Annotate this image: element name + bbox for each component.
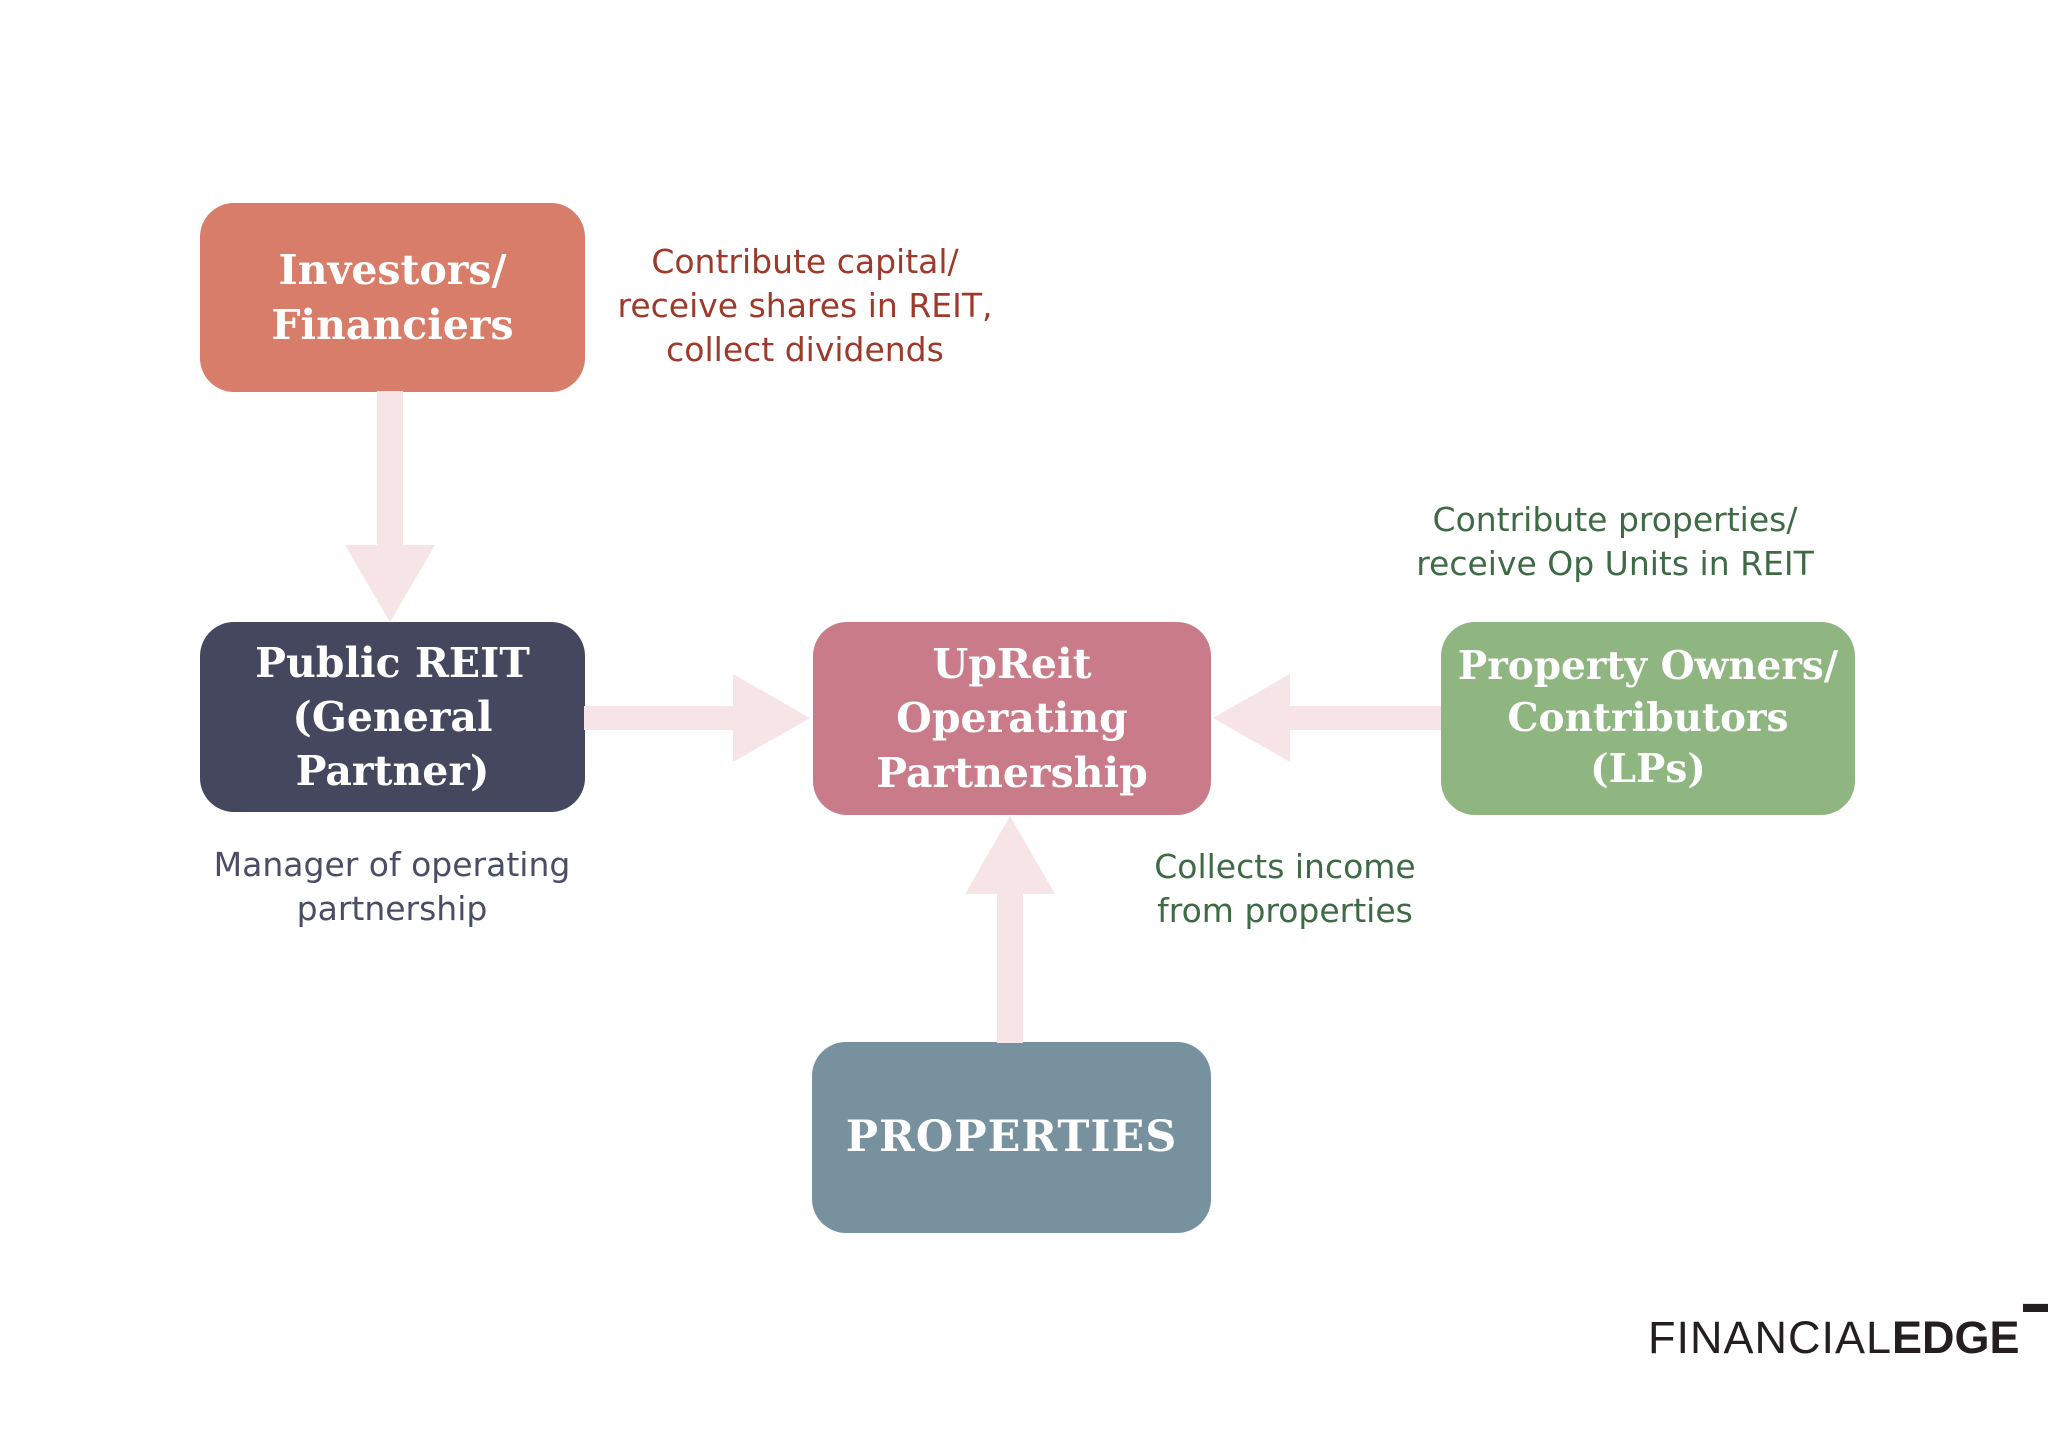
- annotation-contribute-capital: Contribute capital/ receive shares in RE…: [617, 242, 993, 370]
- arrow-owners-to-upreit-shaft: [1290, 706, 1441, 730]
- arrow-investors-to-reit-shaft: [377, 391, 403, 545]
- node-upreit-operating-partnership: UpReit Operating Partnership: [813, 622, 1211, 815]
- node-public-reit-general-partner: Public REIT (General Partner): [200, 622, 585, 812]
- node-property-owners-contributors: Property Owners/ Contributors (LPs): [1441, 622, 1855, 815]
- node-properties: PROPERTIES: [812, 1042, 1211, 1233]
- logo-corner-mark-icon: [2022, 1303, 2048, 1312]
- node-investors-financiers: Investors/ Financiers: [200, 203, 585, 392]
- annotation-manager-of-operating-partnership: Manager of operating partnership: [213, 845, 571, 929]
- arrow-properties-to-upreit-shaft: [997, 894, 1023, 1043]
- annotation-contribute-properties: Contribute properties/ receive Op Units …: [1416, 500, 1814, 584]
- node-investors-financiers-label: Investors/ Financiers: [271, 246, 514, 349]
- logo-financial-text: FINANCIAL: [1648, 1312, 1893, 1363]
- annotation-collects-income: Collects income from properties: [1154, 847, 1416, 931]
- arrow-owners-to-upreit-head-left-icon: [1213, 674, 1290, 762]
- arrow-investors-to-reit-head-down-icon: [345, 545, 435, 622]
- arrow-reit-to-upreit-shaft: [584, 706, 734, 730]
- node-public-reit-label: Public REIT (General Partner): [255, 638, 530, 796]
- arrow-properties-to-upreit-head-up-icon: [965, 816, 1055, 894]
- node-property-owners-label: Property Owners/ Contributors (LPs): [1457, 643, 1839, 793]
- node-properties-label: PROPERTIES: [845, 1112, 1178, 1163]
- node-upreit-label: UpReit Operating Partnership: [876, 640, 1148, 797]
- logo-edge-text: EDGE: [1892, 1312, 2020, 1363]
- arrow-reit-to-upreit-head-right-icon: [733, 674, 810, 762]
